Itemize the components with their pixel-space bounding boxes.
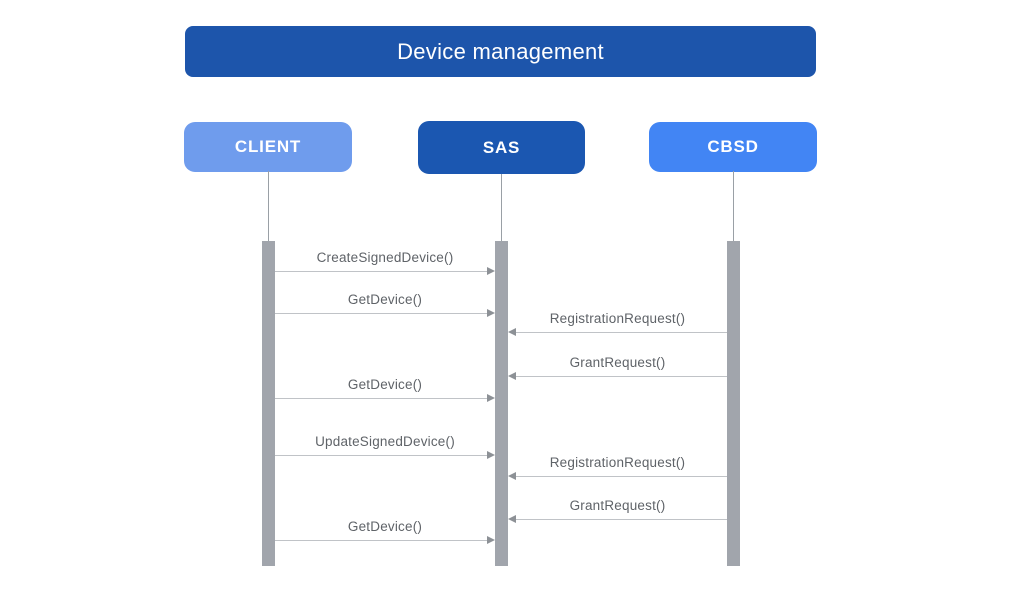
message-label: RegistrationRequest() — [549, 311, 686, 326]
actor-box-client: CLIENT — [184, 122, 352, 172]
activation-bar-sas — [495, 241, 508, 566]
message-line — [514, 375, 727, 377]
message-label: GrantRequest() — [569, 498, 666, 513]
arrowhead-right-icon — [487, 309, 495, 318]
message-line — [275, 397, 489, 399]
message-line — [275, 539, 489, 541]
message-line — [275, 312, 489, 314]
message-update-signed-device: UpdateSignedDevice() — [275, 430, 495, 460]
lifeline-sas — [501, 174, 502, 241]
arrowhead-left-icon — [508, 328, 516, 337]
message-get-device-1: GetDevice() — [275, 288, 495, 318]
message-label: CreateSignedDevice() — [316, 250, 454, 265]
lifeline-client — [268, 171, 269, 241]
message-label: UpdateSignedDevice() — [315, 434, 455, 449]
message-line — [275, 454, 489, 456]
message-label: RegistrationRequest() — [549, 455, 686, 470]
message-label: GetDevice() — [347, 292, 423, 307]
lifeline-cbsd — [733, 171, 734, 241]
message-registration-request-1: RegistrationRequest() — [508, 307, 727, 337]
message-create-signed-device: CreateSignedDevice() — [275, 246, 495, 276]
diagram-title: Device management — [185, 26, 816, 77]
arrowhead-right-icon — [487, 394, 495, 403]
message-get-device-2: GetDevice() — [275, 373, 495, 403]
message-label: GetDevice() — [347, 377, 423, 392]
message-line — [514, 331, 727, 333]
message-line — [514, 518, 727, 520]
actor-box-sas: SAS — [418, 121, 585, 174]
arrowhead-left-icon — [508, 472, 516, 481]
message-label: GetDevice() — [347, 519, 423, 534]
message-grant-request-2: GrantRequest() — [508, 494, 727, 524]
message-grant-request-1: GrantRequest() — [508, 351, 727, 381]
arrowhead-right-icon — [487, 451, 495, 460]
actor-box-cbsd: CBSD — [649, 122, 817, 172]
message-get-device-3: GetDevice() — [275, 515, 495, 545]
message-label: GrantRequest() — [569, 355, 666, 370]
activation-bar-client — [262, 241, 275, 566]
arrowhead-right-icon — [487, 267, 495, 276]
arrowhead-left-icon — [508, 372, 516, 381]
arrowhead-right-icon — [487, 536, 495, 545]
message-line — [514, 475, 727, 477]
activation-bar-cbsd — [727, 241, 740, 566]
message-line — [275, 270, 489, 272]
message-registration-request-2: RegistrationRequest() — [508, 451, 727, 481]
arrowhead-left-icon — [508, 515, 516, 524]
